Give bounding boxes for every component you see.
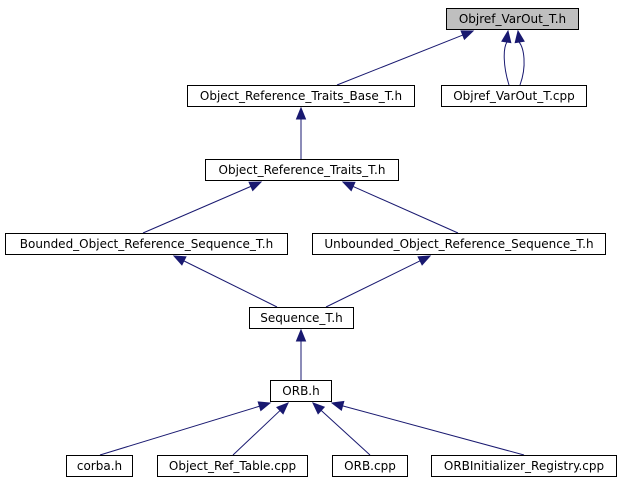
edge-sequence-to-unbounded (325, 260, 421, 308)
edge-ort-base-to-objref-varout-h-arrowhead (460, 30, 475, 41)
node-object-ref-table-cpp[interactable]: Object_Ref_Table.cpp (157, 455, 308, 477)
edge-ort-base-to-objref-varout-h (336, 34, 463, 86)
node-orbinitializer-registry-cpp[interactable]: ORBInitializer_Registry.cpp (431, 455, 617, 477)
edge-objref-varout-cpp-to-h-right (518, 41, 525, 86)
node-object-reference-traits-base-h[interactable]: Object_Reference_Traits_Base_T.h (187, 85, 415, 107)
node-orb-cpp[interactable]: ORB.cpp (332, 455, 408, 477)
edge-objref-varout-cpp-to-h-left (503, 41, 510, 86)
node-unbounded-object-reference-sequence-h[interactable]: Unbounded_Object_Reference_Sequence_T.h (312, 233, 606, 255)
node-object-reference-traits-h[interactable]: Object_Reference_Traits_T.h (205, 159, 399, 181)
node-objref-varout-cpp[interactable]: Objref_VarOut_T.cpp (441, 85, 587, 107)
node-corba-h[interactable]: corba.h (66, 455, 133, 477)
edge-orbinitializer-registry-cpp-to-orb-h (342, 405, 525, 456)
node-bounded-object-reference-sequence-h[interactable]: Bounded_Object_Reference_Sequence_T.h (5, 233, 288, 255)
edge-objref-varout-cpp-to-h-right-arrowhead (514, 29, 525, 44)
edge-object-ref-table-cpp-to-orb-h (232, 410, 281, 456)
edge-corba-h-to-orb-h (99, 405, 260, 456)
edge-ort-to-ort-base-arrowhead (295, 106, 307, 120)
edge-corba-h-to-orb-h-arrowhead (257, 401, 272, 412)
edge-sequence-to-bounded-arrowhead (172, 255, 187, 266)
node-sequence-h[interactable]: Sequence_T.h (249, 307, 354, 329)
edge-orb-h-to-sequence-arrowhead (295, 328, 307, 342)
edge-unbounded-to-ort-arrowhead (341, 181, 356, 192)
edge-bounded-to-ort-arrowhead (248, 181, 263, 192)
edge-objref-varout-cpp-to-h-left-arrowhead (501, 29, 512, 44)
edge-unbounded-to-ort (352, 186, 459, 234)
edge-orb-cpp-to-orb-h (320, 410, 371, 456)
edge-sequence-to-bounded (183, 260, 278, 308)
node-objref-varout-h[interactable]: Objref_VarOut_T.h (446, 8, 579, 30)
node-orb-h[interactable]: ORB.h (270, 380, 332, 402)
edge-orbinitializer-registry-cpp-to-orb-h-arrowhead (330, 400, 345, 412)
edge-bounded-to-ort (142, 185, 252, 234)
